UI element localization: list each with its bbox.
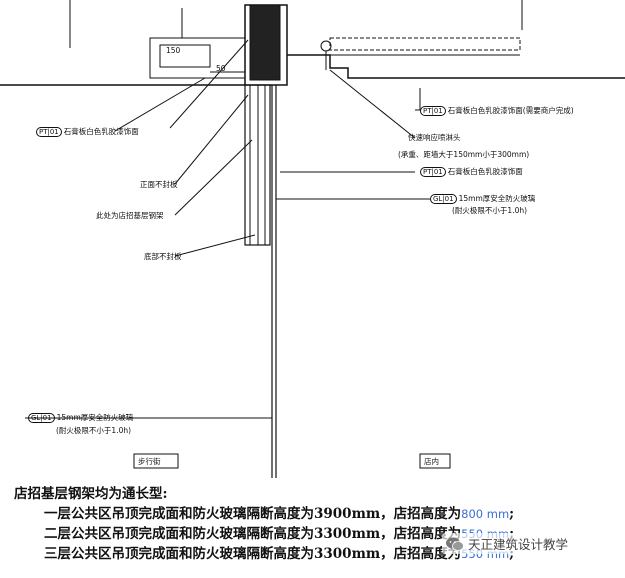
- notes-title: 店招基层钢架均为通长型:: [14, 486, 168, 502]
- gl01-tag: GL|01: [430, 194, 457, 204]
- annotation-bottom-no-seal: 底部不封板: [144, 252, 182, 261]
- ceiling-box-inner: [159, 44, 211, 68]
- annotation-sprinkler: 快速响应喷淋头: [408, 133, 461, 142]
- note-row-floor-1: 一层公共区吊顶完成面和防火玻璃隔断高度为3900mm，店招高度为800 mm;: [44, 506, 515, 522]
- zone-box-left: [133, 453, 179, 469]
- annotation-gl01-left-sub: (耐火极限不小于1.0h): [56, 426, 132, 435]
- section-drawing: [0, 0, 625, 478]
- wechat-icon: [446, 537, 464, 551]
- dim-label: 150: [166, 46, 181, 55]
- annotation-sprinkler-note: (承重、距墙大于150mm小于300mm): [398, 150, 530, 159]
- pt01-tag: PT|01: [420, 167, 446, 177]
- annotation-shop-sign-frame: 此处为店招基层钢架: [96, 211, 164, 220]
- watermark-text: 天正建筑设计教学: [468, 537, 569, 552]
- annotation-gl01-right-sub: (耐火极限不小于1.0h): [452, 206, 528, 215]
- pt01-tag: PT|01: [36, 127, 62, 137]
- zone-label-pedestrian-street: 步行街: [138, 457, 161, 466]
- zone-box-right: [419, 453, 451, 469]
- zone-label-shop-interior: 店内: [424, 457, 439, 466]
- annotation-front-no-seal: 正面不封板: [140, 180, 178, 189]
- ceiling-dashed-box: [329, 37, 521, 51]
- watermark: 天正建筑设计教学: [442, 533, 572, 554]
- gl01-tag: GL|01: [28, 413, 55, 423]
- column-fill: [249, 4, 281, 81]
- ceiling-finish-right: [287, 54, 625, 79]
- pt01-tag: PT|01: [420, 106, 446, 116]
- dim-label: 50: [216, 64, 226, 73]
